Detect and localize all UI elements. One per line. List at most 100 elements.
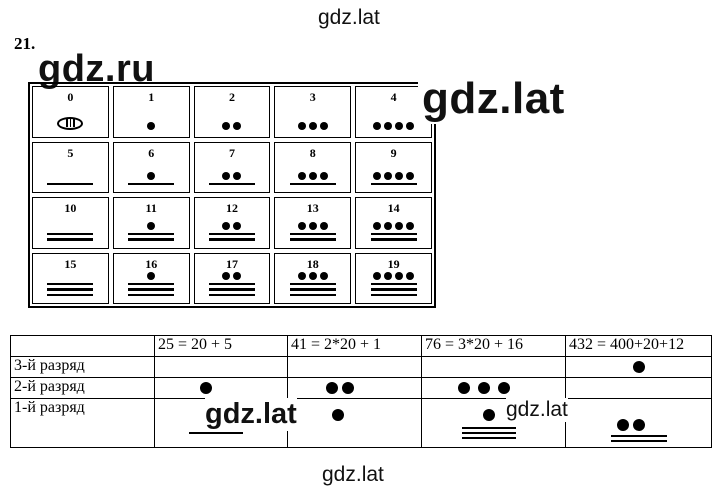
maya-numeral-cell: 12 xyxy=(193,197,271,249)
maya-bar xyxy=(370,293,417,296)
maya-dot xyxy=(233,121,242,130)
maya-bar xyxy=(462,437,516,439)
maya-glyph xyxy=(114,121,189,130)
cell-432-r3 xyxy=(565,356,712,378)
maya-glyph xyxy=(114,271,189,296)
maya-dot xyxy=(384,271,393,280)
maya-bar xyxy=(289,293,336,296)
dot-row xyxy=(222,121,242,130)
maya-numeral-cell: 3 xyxy=(274,86,352,138)
maya-glyph xyxy=(275,171,350,185)
maya-dot xyxy=(147,221,156,230)
cell-432-r1 xyxy=(565,398,712,448)
maya-dot xyxy=(233,271,242,280)
watermark-bottom: gdz.lat xyxy=(322,463,384,486)
maya-dot xyxy=(395,221,404,230)
maya-numeral-cell: 17 xyxy=(193,252,271,304)
maya-dot xyxy=(308,171,317,180)
maya-dot xyxy=(458,382,470,394)
cell-76-r3 xyxy=(421,356,566,378)
row-label-1: 1-й разряд xyxy=(10,398,155,448)
maya-glyph xyxy=(195,171,270,185)
numeral-label: 0 xyxy=(67,90,74,104)
maya-bar xyxy=(47,232,94,235)
dot-row xyxy=(297,221,328,230)
maya-numeral-cell: 6 xyxy=(112,141,190,193)
maya-bar xyxy=(370,282,417,285)
maya-dot xyxy=(483,409,495,421)
maya-numeral-cell: 13 xyxy=(274,197,352,249)
dot-row xyxy=(147,221,156,230)
numeral-label: 14 xyxy=(387,201,400,215)
digit-positions-table: 25 = 20 + 5 41 = 2*20 + 1 76 = 3*20 + 16… xyxy=(10,335,712,448)
maya-bar xyxy=(47,293,94,296)
maya-dot xyxy=(233,221,242,230)
table-header-432: 432 = 400+20+12 xyxy=(565,335,712,357)
maya-glyph xyxy=(195,121,270,130)
numeral-label: 15 xyxy=(64,256,77,271)
maya-numeral-cell: 7 xyxy=(193,141,271,193)
maya-bar xyxy=(289,282,336,285)
maya-dot xyxy=(319,171,328,180)
numeral-label: 12 xyxy=(225,201,238,215)
dot-row xyxy=(222,171,242,180)
maya-bar xyxy=(47,238,94,241)
maya-bar xyxy=(208,232,255,235)
maya-dot xyxy=(617,419,629,431)
maya-dot xyxy=(297,221,306,230)
maya-glyph xyxy=(195,221,270,241)
maya-dot xyxy=(384,171,393,180)
maya-dot xyxy=(406,171,415,180)
maya-glyph xyxy=(195,271,270,296)
maya-glyph xyxy=(275,121,350,130)
numeral-label: 17 xyxy=(225,256,238,271)
maya-glyph xyxy=(33,182,108,185)
dot-row xyxy=(373,171,415,180)
maya-dot xyxy=(319,121,328,130)
maya-dot xyxy=(147,271,156,280)
cell-41-r2 xyxy=(287,377,422,399)
maya-dot xyxy=(308,221,317,230)
numeral-label: 16 xyxy=(145,256,158,271)
dot-row xyxy=(222,221,242,230)
dot-row xyxy=(373,121,415,130)
numeral-label: 6 xyxy=(148,145,155,160)
maya-dot xyxy=(233,171,242,180)
maya-dot xyxy=(406,121,415,130)
maya-glyph xyxy=(356,271,431,296)
maya-dot xyxy=(222,171,231,180)
watermark-middle-1: gdz.lat xyxy=(205,398,297,431)
table-header-41: 41 = 2*20 + 1 xyxy=(287,335,422,357)
row-label-3: 3-й разряд xyxy=(10,356,155,378)
numeral-label: 4 xyxy=(390,90,397,104)
numeral-label: 2 xyxy=(228,90,235,104)
maya-bar xyxy=(208,238,255,241)
maya-dot xyxy=(478,382,490,394)
maya-bar xyxy=(128,182,175,185)
maya-numeral-cell: 5 xyxy=(32,141,109,193)
maya-glyph xyxy=(33,282,108,296)
maya-dot xyxy=(332,409,344,421)
cell-25-r3 xyxy=(154,356,288,378)
maya-dot xyxy=(395,271,404,280)
maya-numeral-cell: 8 xyxy=(274,141,352,193)
dot-row xyxy=(147,271,156,280)
dot-row xyxy=(373,221,415,230)
maya-bar xyxy=(370,288,417,291)
maya-dot xyxy=(200,382,212,394)
maya-bar xyxy=(128,238,175,241)
cell-41-r3 xyxy=(287,356,422,378)
maya-glyph xyxy=(356,121,431,130)
numeral-label: 7 xyxy=(228,145,235,160)
dot-row xyxy=(297,271,328,280)
dot-row xyxy=(297,121,328,130)
maya-dot xyxy=(222,271,231,280)
maya-dot xyxy=(319,271,328,280)
dot-row xyxy=(147,171,156,180)
maya-numeral-cell: 2 xyxy=(193,86,271,138)
problem-number: 21. xyxy=(14,34,36,53)
maya-bar xyxy=(208,282,255,285)
watermark-big: gdz.lat xyxy=(418,74,569,124)
maya-dot xyxy=(222,121,231,130)
maya-numeral-cell: 16 xyxy=(112,252,190,304)
